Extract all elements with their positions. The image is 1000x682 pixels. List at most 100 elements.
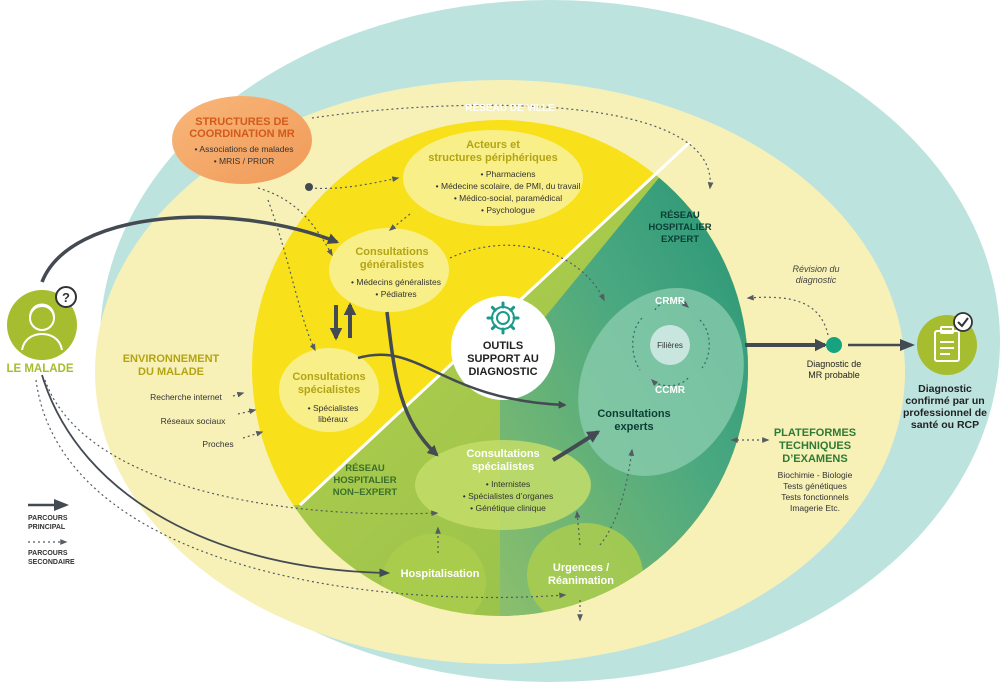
hospitalisation-label: Hospitalisation [401,568,480,580]
coordination-item-1: • Associations de malades [195,144,294,154]
path-revision [746,294,829,336]
urgences-label-1: Urgences / [553,562,609,574]
platforms-title-3: D’EXAMENS [782,453,847,465]
coordination-title-2: COORDINATION MR [189,128,295,140]
path-gp-to-hosp-specialists [385,311,439,457]
expert-label-1: RÉSEAU [660,210,700,221]
peripheral-item-2: • Médecine scolaire, de PMI, du travail [436,181,581,191]
crmr-loop-right [699,319,710,369]
center-text-2: SUPPORT AU [467,353,539,365]
patient-label: LE MALADE [6,363,73,375]
environment-title-1: ENVIRONNEMENT [123,353,220,365]
check-mark-icon [957,317,969,328]
confirmed-label-4: santé ou RCP [911,419,979,431]
question-icon [55,286,77,308]
non-expert-label-2: HOSPITALIER [333,475,396,486]
env-link-internet [232,391,245,398]
question-mark: ? [62,290,70,305]
probable-label-2: MR probable [808,370,860,380]
gp-title-2: généralistes [360,259,424,271]
path-coordination-to-gp [257,187,333,257]
hosp-specialists-zone [415,440,591,530]
env-item-internet: Recherche internet [150,392,222,402]
coordination-ellipse [172,96,312,184]
platforms-item-3: Tests fonctionnels [781,492,849,502]
city-network-label: RÉSEAU DE VILLE [465,101,555,114]
gp-title-1: Consultations [355,246,428,258]
expert-label-2: HOSPITALIER [648,222,711,233]
legend-secondary-1: PARCOURS [28,550,68,557]
legend-main-1: PARCOURS [28,515,68,522]
path-specialists-to-experts [357,353,567,409]
peripheral-item-4: • Psychologue [481,205,535,215]
path-urgences-up [574,510,581,546]
revision-label-1: Révision du [792,264,839,274]
path-coordination-to-specialists [267,199,316,352]
path-coordination-to-expert [311,104,714,190]
clipboard-check-icon [934,326,960,362]
legend-main-2: PRINCIPAL [28,524,66,531]
peripheral-title-2: structures périphériques [428,152,558,164]
confirmed-label-2: confirmé par un [905,395,984,407]
urgences-label-2: Réanimation [548,575,614,587]
city-specialists-item-1: • Spécialistes [308,403,359,413]
city-specialists-title-1: Consultations [292,371,365,383]
non-expert-label-1: RÉSEAU [345,463,385,474]
hosp-specialists-item-3: • Génétique clinique [470,503,546,513]
env-link-proches [242,430,264,439]
platforms-title-2: TECHNIQUES [779,440,851,452]
hosp-specialists-title-1: Consultations [466,448,539,460]
platforms-item-2: Tests génétiques [783,481,847,491]
platforms-title-1: PLATEFORMES [774,427,856,439]
path-urgences-to-experts [599,448,635,546]
confirmed-label-1: Diagnostic [918,383,972,395]
gear-icon [486,301,520,335]
path-patient-to-hospitalisation [41,374,391,578]
platforms-item-4: Imagerie Etc. [790,503,840,513]
check-badge-icon [953,312,973,332]
center-text-3: DIAGNOSTIC [468,366,537,378]
coordination-title-1: STRUCTURES DE [195,116,289,128]
revision-label-2: diagnostic [796,275,837,285]
peripheral-title-1: Acteurs et [466,139,520,151]
crmr-loop-left [632,317,643,371]
gp-zone [329,228,449,312]
legend-secondary-2: SECONDAIRE [28,559,75,566]
expert-consult-1: Consultations [597,408,670,420]
platforms-item-1: Biochimie - Biologie [778,470,853,480]
filieres-circle [650,325,690,365]
env-item-proches: Proches [202,439,233,449]
city-specialists-item-2: libéraux [318,414,349,424]
main-paths [40,215,915,578]
coordination-anchor-dot [305,183,313,191]
expert-consult-zone [578,288,744,476]
expert-consult-2: experts [614,421,653,433]
path-patient-to-gp [40,215,340,283]
path-gp-to-experts [449,244,605,302]
hosp-specialists-item-1: • Internistes [486,479,531,489]
filieres-label: Filières [657,341,683,350]
diagnostic-tools-circle [451,296,555,400]
secondary-paths [35,104,829,622]
hosp-specialists-title-2: spécialistes [472,461,534,473]
environment-title-2: DU MALADE [138,366,204,378]
confirmed-label-3: professionnel de [903,407,987,419]
peripheral-zone [403,130,583,226]
path-peripheral-to-gp [388,213,411,231]
city-specialists-zone [279,348,379,432]
hosp-specialists-item-2: • Spécialistes d’organes [463,491,553,501]
center-text-1: OUTILS [483,340,523,352]
gp-item-1: • Médecins généralistes [351,277,441,287]
non-expert-label-3: NON–EXPERT [333,487,398,498]
gp-item-2: • Pédiatres [375,289,416,299]
env-item-social: Réseaux sociaux [161,416,226,426]
ccmr-label: CCMR [655,385,686,396]
city-specialists-title-2: spécialistes [298,384,360,396]
coordination-item-2: • MRIS / PRIOR [214,156,275,166]
person-icon [21,303,63,351]
crmr-label: CRMR [655,296,686,307]
peripheral-item-1: • Pharmaciens [481,169,536,179]
probable-marker[interactable] [826,337,842,353]
peripheral-item-3: • Médico-social, paramédical [454,193,562,203]
